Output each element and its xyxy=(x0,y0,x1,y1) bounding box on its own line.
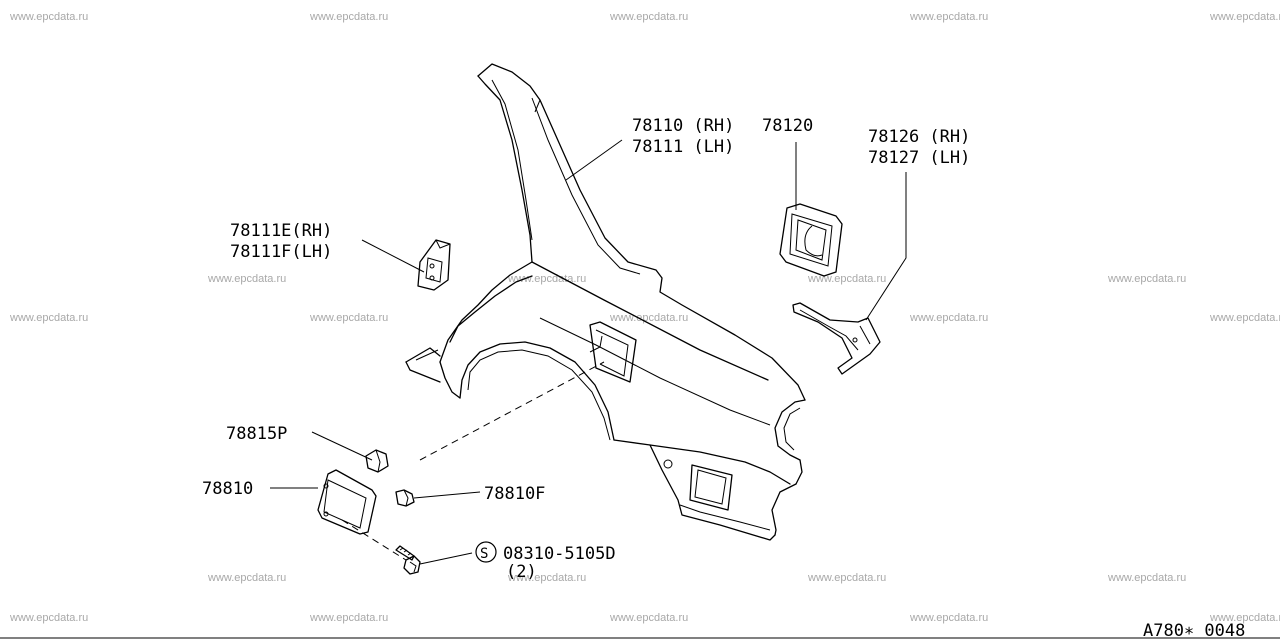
watermark: www.epcdata.ru xyxy=(609,612,688,624)
watermark: www.epcdata.ru xyxy=(207,273,286,285)
screw xyxy=(395,545,421,575)
assembly-line xyxy=(341,519,407,561)
watermark: www.epcdata.ru xyxy=(1209,11,1280,23)
watermark: www.epcdata.ru xyxy=(1209,612,1280,624)
callout-78127-lh: 78127 (LH) xyxy=(868,148,970,168)
watermark: www.epcdata.ru xyxy=(309,612,388,624)
s-symbol: S xyxy=(480,546,488,562)
watermark: www.epcdata.ru xyxy=(1209,312,1280,324)
watermark: www.epcdata.ru xyxy=(1107,572,1186,584)
callout-78110-rh: 78110 (RH) xyxy=(632,116,734,136)
callout-78810: 78810 xyxy=(202,479,253,499)
lid-bumper xyxy=(365,449,389,473)
callout-screw-qty: (2) xyxy=(506,562,537,582)
callout-08310-5105d: 08310-5105D xyxy=(503,544,616,564)
watermark: www.epcdata.ru xyxy=(609,11,688,23)
watermark: www.epcdata.ru xyxy=(1107,273,1186,285)
callout-78120: 78120 xyxy=(762,116,813,136)
callout-78111f-lh: 78111F(LH) xyxy=(230,242,332,262)
filler-housing xyxy=(779,203,843,277)
lid-spring xyxy=(395,489,415,507)
s-symbol-circle xyxy=(475,541,497,563)
leader-lines xyxy=(270,139,907,565)
watermark: www.epcdata.ru xyxy=(609,312,688,324)
callout-78111e-rh: 78111E(RH) xyxy=(230,221,332,241)
callout-78810f: 78810F xyxy=(484,484,545,504)
watermark: www.epcdata.ru xyxy=(9,312,88,324)
quarter-panel xyxy=(405,63,806,541)
watermark: www.epcdata.ru xyxy=(507,273,586,285)
watermark-layer: www.epcdata.ru www.epcdata.ru www.epcdat… xyxy=(9,11,1280,624)
watermark: www.epcdata.ru xyxy=(309,11,388,23)
callout-78111-lh: 78111 (LH) xyxy=(632,137,734,157)
watermark: www.epcdata.ru xyxy=(309,312,388,324)
assembly-line xyxy=(419,361,605,461)
diagram-code: A780∗ 0048 xyxy=(1143,621,1245,640)
callout-78126-rh: 78126 (RH) xyxy=(868,127,970,147)
watermark: www.epcdata.ru xyxy=(909,11,988,23)
watermark: www.epcdata.ru xyxy=(807,572,886,584)
watermark: www.epcdata.ru xyxy=(909,312,988,324)
watermark: www.epcdata.ru xyxy=(807,273,886,285)
quarter-extension xyxy=(792,302,881,375)
watermark: www.epcdata.ru xyxy=(909,612,988,624)
watermark: www.epcdata.ru xyxy=(9,11,88,23)
bracket xyxy=(417,239,451,291)
watermark: www.epcdata.ru xyxy=(507,572,586,584)
fuel-lid xyxy=(317,469,377,535)
watermark: www.epcdata.ru xyxy=(207,572,286,584)
callout-78815p: 78815P xyxy=(226,424,287,444)
watermark: www.epcdata.ru xyxy=(9,612,88,624)
